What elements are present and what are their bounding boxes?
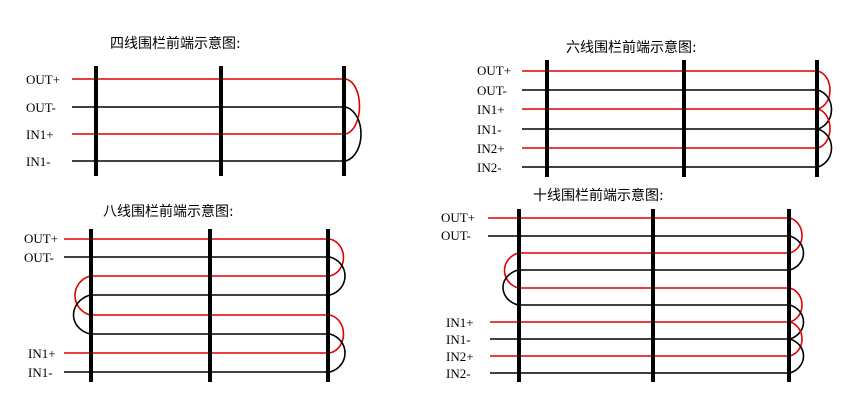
eight-line-title: 八线围栏前端示意图: (103, 203, 234, 220)
loop-black-right-2 (329, 333, 346, 373)
label-in1-minus: IN1- (26, 154, 51, 169)
ten-line-title: 十线围栏前端示意图: (533, 187, 664, 204)
loop-red-1 (817, 70, 831, 110)
label-out-plus: OUT+ (26, 72, 60, 87)
label-in1-minus: IN1- (28, 365, 53, 380)
loop-black-right (345, 106, 362, 162)
four-line-diagram: 四线围栏前端示意图: OUT+ OUT- IN1+ IN1- (26, 35, 362, 176)
label-in2-plus: IN2+ (446, 349, 474, 364)
label-in2-minus: IN2- (446, 366, 471, 381)
label-out-minus: OUT- (24, 250, 54, 265)
label-out-minus: OUT- (26, 100, 56, 115)
label-in1-minus: IN1- (477, 122, 502, 137)
loop-red-left (503, 252, 519, 289)
loop-black-right-1 (329, 256, 346, 296)
label-in2-minus: IN2- (477, 160, 502, 175)
four-line-title: 四线围栏前端示意图: (110, 35, 241, 52)
label-out-plus: OUT+ (24, 231, 58, 246)
loop-red-right-2 (329, 314, 345, 354)
label-in1-plus: IN1+ (26, 127, 54, 142)
label-out-minus: OUT- (441, 228, 471, 243)
label-out-plus: OUT+ (477, 63, 511, 78)
ten-line-diagram: 十线围栏前端示意图: OUT+ OUT- IN1+ IN1- IN2+ IN2- (441, 187, 805, 382)
loop-black-left (502, 269, 519, 306)
loop-black-right-1 (789, 235, 805, 271)
eight-line-diagram: 八线围栏前端示意图: OUT+ OUT- IN1+ IN1- (24, 203, 346, 382)
six-line-diagram: 六线围栏前端示意图: OUT+ OUT- IN1+ IN1- IN2+ IN2- (477, 39, 833, 177)
loop-red-right-2 (789, 287, 803, 323)
six-line-title: 六线围栏前端示意图: (566, 39, 697, 56)
loop-black-right-2 (789, 304, 805, 340)
loop-red-2 (817, 108, 831, 149)
loop-black-1 (817, 89, 833, 130)
loop-black-right-3 (789, 338, 805, 374)
label-out-minus: OUT- (477, 83, 507, 98)
label-in1-minus: IN1- (446, 332, 471, 347)
label-in1-plus: IN1+ (28, 346, 56, 361)
loop-red-right-1 (789, 217, 803, 254)
loop-red-right-1 (329, 238, 345, 277)
label-in1-plus: IN1+ (477, 102, 505, 117)
loop-red-left (74, 275, 91, 316)
loop-black-left (72, 294, 91, 335)
loop-black-2 (817, 128, 833, 168)
label-out-plus: OUT+ (441, 210, 475, 225)
loop-red-right (345, 78, 361, 135)
label-in1-plus: IN1+ (446, 315, 474, 330)
loop-red-right-3 (789, 321, 803, 357)
label-in2-plus: IN2+ (477, 141, 505, 156)
